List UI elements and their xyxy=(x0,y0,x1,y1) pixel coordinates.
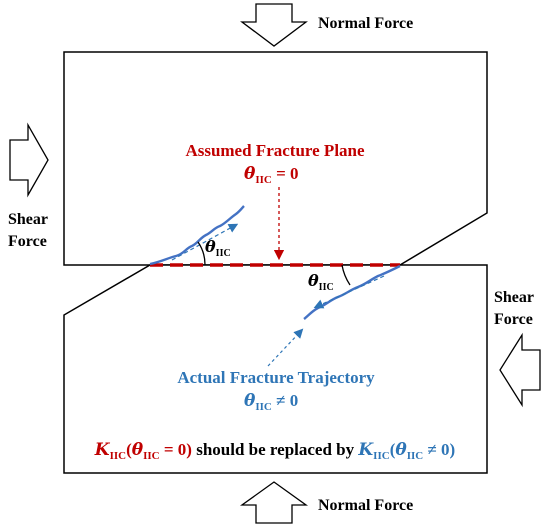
left-angle-arc xyxy=(197,241,206,266)
normal-force-bottom-label: Normal Force xyxy=(318,497,413,514)
normal-force-top-label: Normal Force xyxy=(318,15,413,32)
actual-trajectory-pointer xyxy=(267,328,304,367)
theta-actual-label: θIIC ≠ 0 xyxy=(244,391,298,413)
shear-force-left-label-1: Shear xyxy=(8,211,48,228)
actual-trajectory-label: Actual Fracture Trajectory xyxy=(177,368,375,387)
assumed-fracture-plane-label: Assumed Fracture Plane xyxy=(185,141,365,160)
right-crack-direction-arrow xyxy=(313,275,385,309)
theta-assumed-label: θIIC = 0 xyxy=(244,164,299,186)
normal-force-bottom-arrow xyxy=(239,481,309,524)
shear-force-right-label-2: Force xyxy=(494,311,533,328)
left-crack-trajectory xyxy=(149,205,245,266)
theta-right-label: θIIC xyxy=(308,271,334,293)
replacement-statement: KIIC(θIIC = 0) should be replaced by KII… xyxy=(94,440,455,462)
right-crack-trajectory xyxy=(303,264,401,320)
bottom-specimen-block xyxy=(63,264,488,474)
right-angle-arc xyxy=(341,264,351,286)
theta-left-label: θIIC xyxy=(205,237,231,259)
normal-force-top-arrow xyxy=(240,3,308,47)
shear-force-right-label-1: Shear xyxy=(494,289,534,306)
shear-force-left-arrow xyxy=(9,122,49,198)
shear-force-right-arrow xyxy=(499,332,541,408)
top-specimen-block xyxy=(63,51,488,266)
left-crack-direction-arrow xyxy=(171,223,239,261)
shear-force-left-label-2: Force xyxy=(8,233,47,250)
